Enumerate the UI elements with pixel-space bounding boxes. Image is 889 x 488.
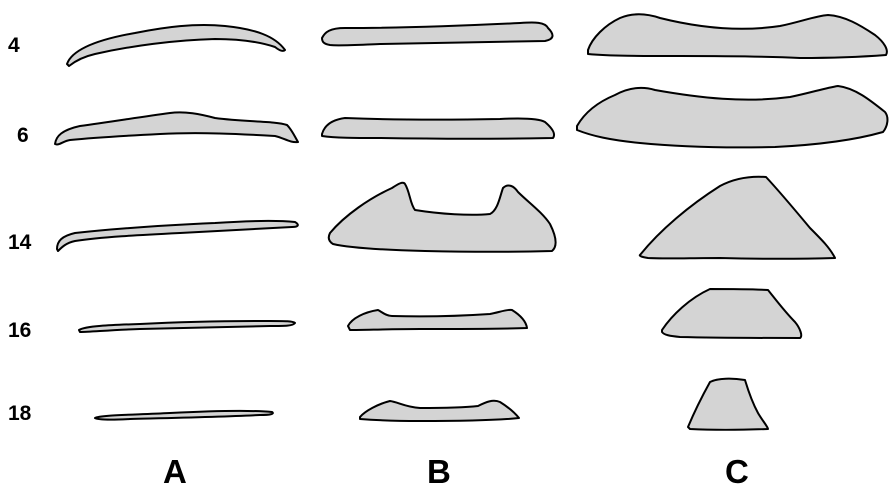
shape-c-4 — [588, 14, 887, 58]
row-label-14: 14 — [8, 231, 32, 254]
shape-a-4 — [67, 25, 285, 66]
column-a-shapes — [55, 25, 298, 144]
column-b-shapes — [322, 23, 556, 421]
shape-a-18 — [95, 411, 273, 420]
shape-a-16 — [79, 321, 295, 332]
shape-b-6 — [322, 118, 554, 139]
shape-b-18 — [360, 401, 519, 421]
row-label-18: 18 — [8, 402, 32, 425]
column-label-c: C — [725, 453, 749, 488]
shape-c-14 — [640, 177, 835, 259]
column-label-a: A — [163, 453, 187, 488]
shape-b-4 — [322, 23, 553, 46]
column-a-lower-shapes — [57, 221, 298, 420]
row-label-16: 16 — [8, 319, 31, 342]
shape-a-14 — [57, 221, 298, 251]
column-c-shapes — [577, 14, 887, 430]
shape-c-6 — [577, 86, 887, 147]
row-label-4: 4 — [8, 34, 20, 57]
row-label-6: 6 — [17, 124, 29, 147]
shape-a-6 — [55, 112, 298, 144]
shape-c-16 — [662, 289, 801, 338]
shape-b-14 — [329, 183, 556, 252]
shape-b-16 — [348, 310, 527, 330]
shape-c-18 — [688, 379, 768, 430]
column-label-b: B — [427, 453, 451, 488]
